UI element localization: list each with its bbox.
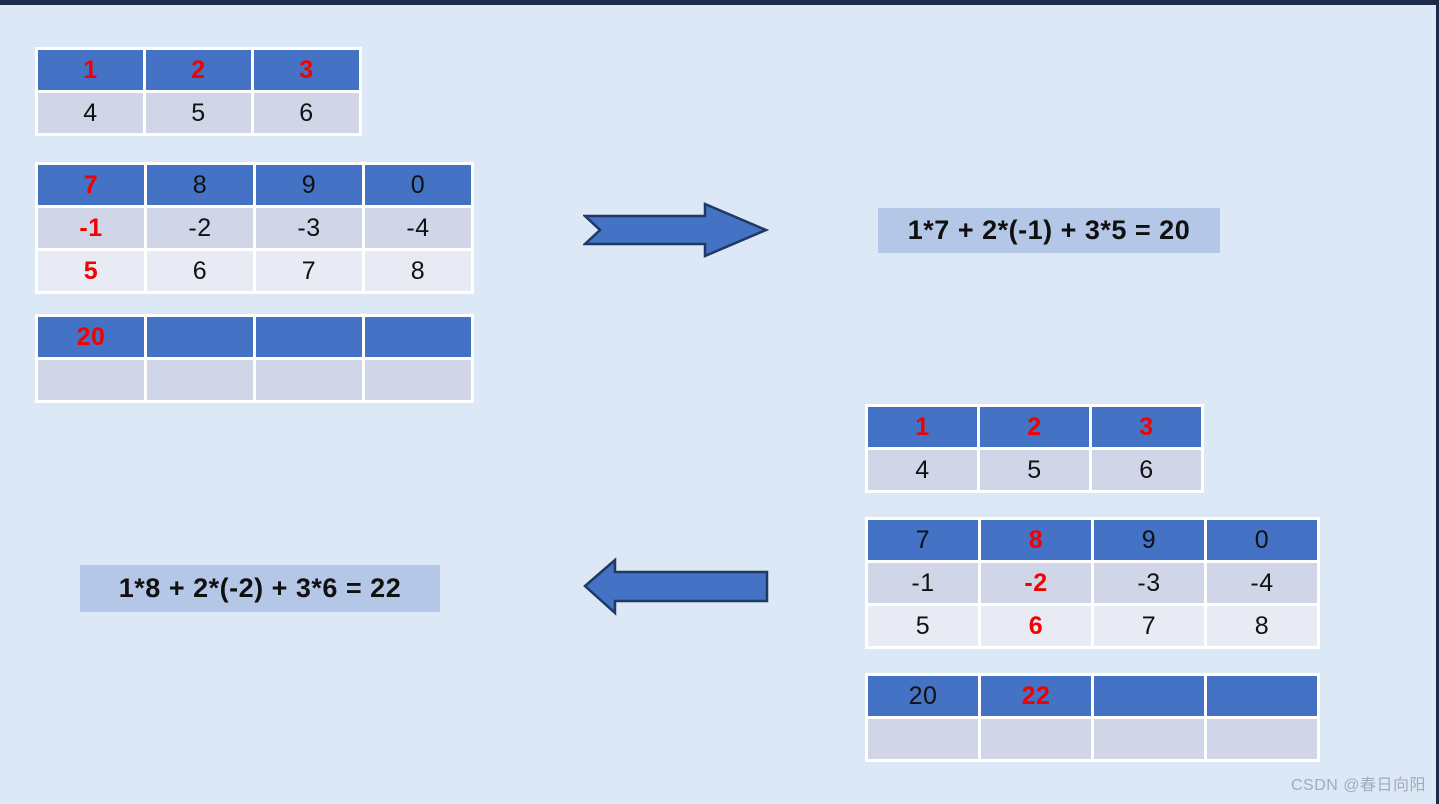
matrix-cell (1207, 676, 1317, 716)
top-edge-border (0, 0, 1439, 5)
matrix-cell (147, 317, 253, 357)
matrix-cell: 0 (1207, 520, 1317, 560)
matrix-cell (1094, 676, 1204, 716)
matrix-cell: 2 (146, 50, 251, 90)
matrix-cell: 8 (1207, 606, 1317, 646)
matrix-cell: 6 (981, 606, 1091, 646)
matrix-cell: 4 (868, 450, 977, 490)
matrix-cell: 9 (1094, 520, 1204, 560)
matrix-cell: 7 (38, 165, 144, 205)
matrix-left-result: 20 (35, 314, 474, 403)
matrix-cell: -4 (365, 208, 471, 248)
matrix-cell (147, 360, 253, 400)
matrix-cell: 1 (868, 407, 977, 447)
matrix-cell: 8 (147, 165, 253, 205)
matrix-cell: -1 (868, 563, 978, 603)
matrix-cell: 9 (256, 165, 362, 205)
matrix-cell (1094, 719, 1204, 759)
matrix-cell: 5 (868, 606, 978, 646)
matrix-cell: -2 (981, 563, 1091, 603)
right-edge-border (1436, 0, 1439, 804)
matrix-cell: -1 (38, 208, 144, 248)
matrix-cell (38, 360, 144, 400)
matrix-cell (1207, 719, 1317, 759)
formula-box-right: 1*7 + 2*(-1) + 3*5 = 20 (878, 208, 1220, 253)
formula-box-left: 1*8 + 2*(-2) + 3*6 = 22 (80, 565, 440, 612)
matrix-cell: 4 (38, 93, 143, 133)
matrix-cell: 8 (365, 251, 471, 291)
matrix-cell: 7 (868, 520, 978, 560)
matrix-cell: 7 (256, 251, 362, 291)
matrix-cell: -2 (147, 208, 253, 248)
matrix-cell: 22 (981, 676, 1091, 716)
csdn-watermark: CSDN @春日向阳 (1290, 777, 1426, 794)
matrix-cell: 5 (146, 93, 251, 133)
matrix-cell: 8 (981, 520, 1091, 560)
matrix-cell: -4 (1207, 563, 1317, 603)
matrix-cell: 6 (254, 93, 359, 133)
matrix-cell: 5 (38, 251, 144, 291)
matrix-cell: 2 (980, 407, 1089, 447)
matrix-cell: 6 (1092, 450, 1201, 490)
matrix-cell (365, 317, 471, 357)
matrix-cell: 5 (980, 450, 1089, 490)
matrix-cell: -3 (1094, 563, 1204, 603)
matrix-cell: 6 (147, 251, 253, 291)
matrix-cell (365, 360, 471, 400)
matrix-cell: 20 (868, 676, 978, 716)
matrix-cell (256, 360, 362, 400)
matrix-cell (981, 719, 1091, 759)
matrix-cell (256, 317, 362, 357)
matrix-cell: 20 (38, 317, 144, 357)
matrix-cell: 3 (1092, 407, 1201, 447)
matrix-cell: -3 (256, 208, 362, 248)
matrix-cell: 7 (1094, 606, 1204, 646)
matrix-cell (868, 719, 978, 759)
left-arrow-icon (583, 557, 769, 616)
notched-right-arrow-icon (583, 202, 769, 258)
matrix-cell: 3 (254, 50, 359, 90)
matrix-cell: 0 (365, 165, 471, 205)
matrix-cell: 1 (38, 50, 143, 90)
